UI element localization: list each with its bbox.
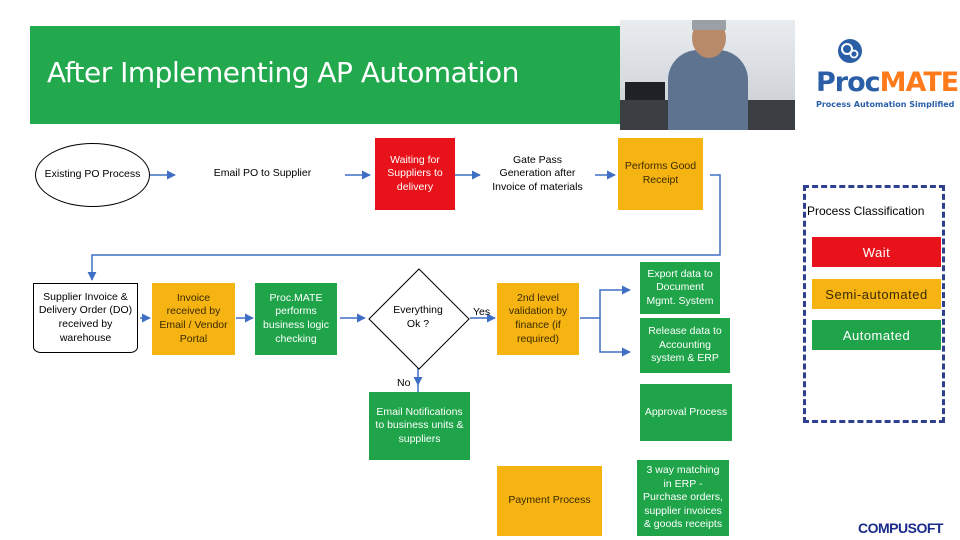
page-title: After Implementing AP Automation <box>47 56 519 89</box>
gear-head-icon <box>838 39 862 63</box>
node-decision: Everything Ok ? <box>393 304 443 330</box>
node-gate-pass: Gate Pass Generation after Invoice of ma… <box>485 138 590 210</box>
brand-logo: ProcMATE <box>816 67 959 98</box>
header-photo <box>620 20 795 130</box>
node-email-po: Email PO to Supplier <box>180 138 345 210</box>
node-business-logic: Proc.MATE performs business logic checki… <box>255 283 337 355</box>
node-export-doc: Export data to Document Mgmt. System <box>640 262 720 314</box>
title-banner <box>30 26 650 124</box>
node-approval: Approval Process <box>640 384 732 441</box>
node-existing-po: Existing PO Process <box>35 143 150 207</box>
legend-frame <box>803 185 945 423</box>
node-invoice-received: Invoice received by Email / Vendor Porta… <box>152 283 235 355</box>
label-no: No <box>397 377 411 389</box>
node-email-notifications: Email Notifications to business units & … <box>369 392 470 460</box>
compusoft-logo: COMPUSOFT <box>858 520 943 536</box>
decision-diamond <box>368 268 470 370</box>
node-waiting: Waiting for Suppliers to delivery <box>375 138 455 210</box>
node-second-validation: 2nd level validation by finance (if requ… <box>497 283 579 355</box>
legend-wait: Wait <box>812 237 941 267</box>
legend-title: Process Classification <box>806 204 926 218</box>
node-release-data: Release data to Accounting system & ERP <box>640 318 730 373</box>
node-good-receipt: Performs Good Receipt <box>618 138 703 210</box>
node-payment: Payment Process <box>497 466 602 536</box>
node-three-way: 3 way matching in ERP - Purchase orders,… <box>637 460 729 536</box>
brand-tagline: Process Automation Simplified <box>816 100 955 109</box>
legend-semi-automated: Semi-automated <box>812 279 941 309</box>
legend-automated: Automated <box>812 320 941 350</box>
node-supplier-invoice: Supplier Invoice & Delivery Order (DO) r… <box>33 283 138 353</box>
label-yes: Yes <box>473 306 491 318</box>
